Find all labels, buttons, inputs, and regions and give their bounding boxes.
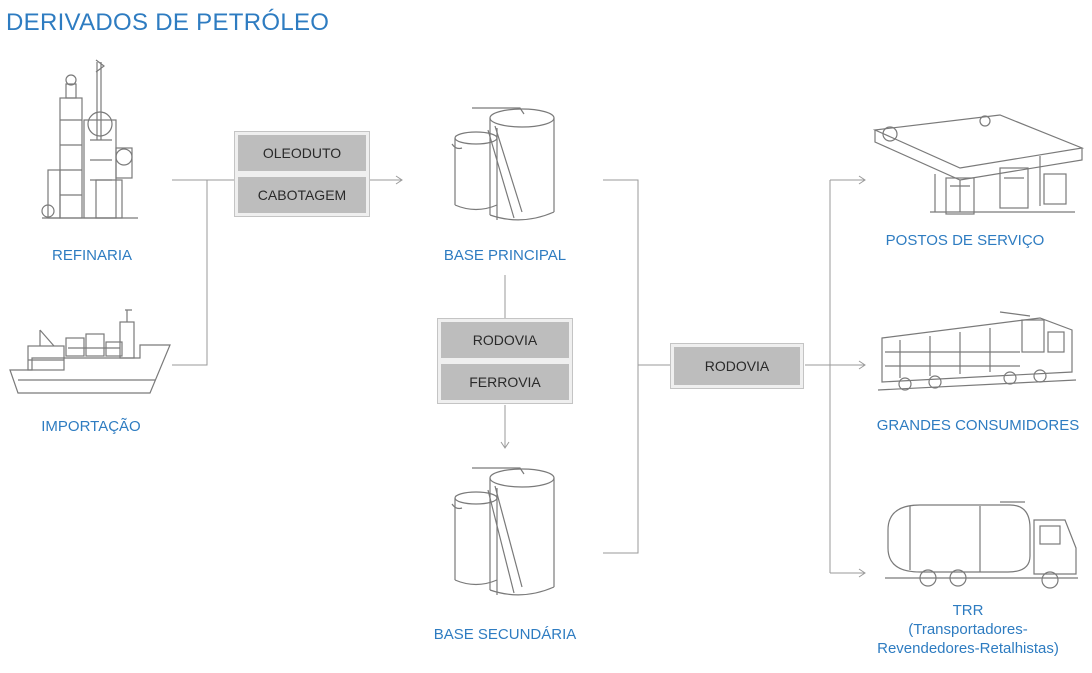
source-label-importacao: IMPORTAÇÃO: [41, 418, 141, 435]
trr-label-line-1: TRR: [952, 602, 984, 619]
secondary-transport-group: RODOVIA FERROVIA: [437, 318, 573, 404]
final-transport-group: RODOVIA: [670, 343, 804, 389]
diagram-title: DERIVADOS DE PETRÓLEO: [6, 9, 330, 36]
transport-box-ferrovia: FERROVIA: [441, 364, 569, 400]
destination-label-trr: TRR (Transportadores- Revendedores-Retal…: [877, 601, 1059, 658]
base-principal-label: BASE PRINCIPAL: [443, 247, 567, 264]
source-label-refinaria: REFINARIA: [51, 247, 133, 264]
transport-box-cabotagem: CABOTAGEM: [238, 177, 366, 213]
transport-box-oleoduto: OLEODUTO: [238, 135, 366, 171]
trr-label-line-3: Revendedores-Retalhistas): [877, 640, 1059, 657]
transport-box-rodovia-final: RODOVIA: [674, 347, 800, 385]
destination-label-postos: POSTOS DE SERVIÇO: [885, 232, 1045, 249]
base-principal-bracket: [603, 179, 639, 554]
destination-label-consumidores: GRANDES CONSUMIDORES: [876, 417, 1080, 434]
to-base-secundaria-arrow: [500, 405, 510, 449]
arrow-to-postos: [830, 175, 866, 185]
trr-label-line-2: (Transportadores-: [908, 621, 1028, 638]
base-secundaria-label: BASE SECUNDÁRIA: [433, 626, 577, 643]
primary-transport-group: OLEODUTO CABOTAGEM: [234, 131, 370, 217]
transport-box-rodovia: RODOVIA: [441, 322, 569, 358]
to-base-principal-arrow: [370, 175, 403, 185]
arrow-to-consumidores: [830, 360, 866, 370]
arrow-to-trr: [830, 568, 866, 578]
import-connector: [172, 180, 208, 366]
